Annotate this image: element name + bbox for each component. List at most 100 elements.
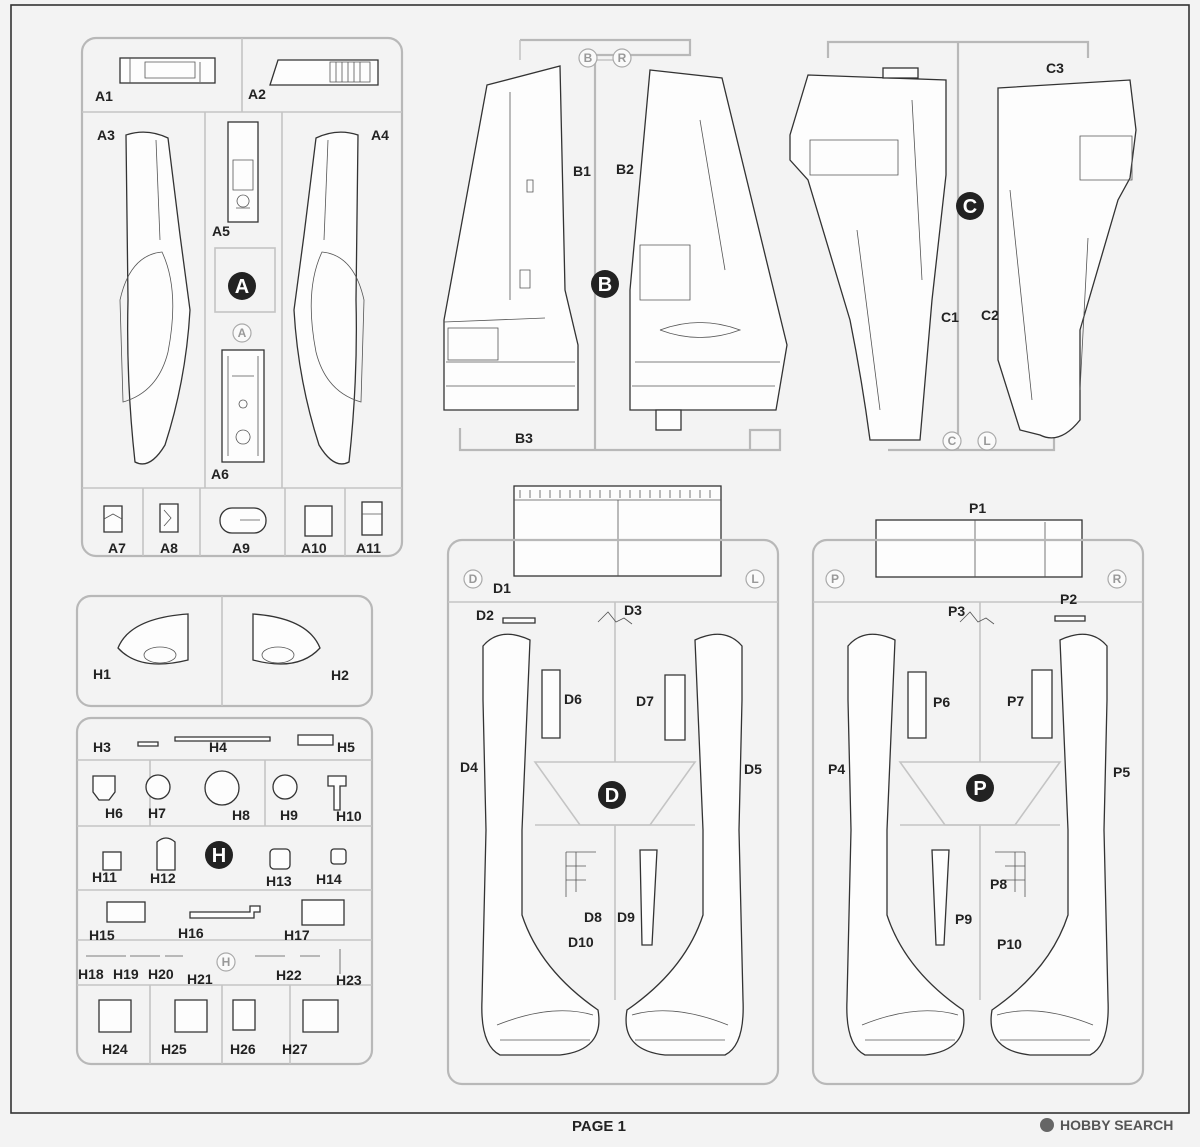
part-label-a7: A7 [108, 540, 126, 556]
svg-text:A: A [238, 326, 247, 340]
part-label-h27: H27 [282, 1041, 308, 1057]
svg-text:H: H [222, 955, 231, 969]
svg-text:C: C [963, 196, 977, 218]
part-label-h7: H7 [148, 805, 166, 821]
watermark: HOBBY SEARCH [1040, 1117, 1173, 1133]
part-label-b2: B2 [616, 161, 634, 177]
part-label-a5: A5 [212, 223, 230, 239]
sprue-badge-c: C [956, 192, 984, 220]
sprue-marker-a-0: A [232, 323, 252, 343]
svg-text:R: R [1113, 572, 1122, 586]
part-label-h14: H14 [316, 871, 342, 887]
part-label-h8: H8 [232, 807, 250, 823]
sprue-h [75, 594, 374, 1066]
part-label-h15: H15 [89, 927, 115, 943]
part-label-a10: A10 [301, 540, 327, 556]
svg-text:L: L [983, 434, 990, 448]
part-label-p8: P8 [990, 876, 1007, 892]
part-label-p6: P6 [933, 694, 950, 710]
part-label-h4: H4 [209, 739, 227, 755]
page-border [10, 4, 1190, 1114]
part-label-d10: D10 [568, 934, 594, 950]
sprue-badge-b: B [591, 270, 619, 298]
part-label-d1: D1 [493, 580, 511, 596]
part-label-a6: A6 [211, 466, 229, 482]
sprue-markers: A B R C L D L P R H [216, 48, 1127, 972]
part-label-h10: H10 [336, 808, 362, 824]
sprue-p [811, 519, 1145, 1086]
part-label-p3: P3 [948, 603, 965, 619]
sprue-marker-p-0: P [825, 569, 845, 589]
part-label-c1: C1 [941, 309, 959, 325]
part-label-a3: A3 [97, 127, 115, 143]
part-label-h16: H16 [178, 925, 204, 941]
watermark-text: HOBBY SEARCH [1060, 1117, 1173, 1133]
part-label-h26: H26 [230, 1041, 256, 1057]
sprue-marker-p-1: R [1107, 569, 1127, 589]
sprue-marker-d-1: L [745, 569, 765, 589]
part-label-a2: A2 [248, 86, 266, 102]
part-label-c2: C2 [981, 307, 999, 323]
part-label-h18: H18 [78, 966, 104, 982]
part-label-h21: H21 [187, 971, 213, 987]
part-label-h22: H22 [276, 967, 302, 983]
part-label-h12: H12 [150, 870, 176, 886]
part-label-d9: D9 [617, 909, 635, 925]
sprue-marker-b-0: B [578, 48, 598, 68]
part-label-h1: H1 [93, 666, 111, 682]
part-label-a9: A9 [232, 540, 250, 556]
part-label-p1: P1 [969, 500, 986, 516]
sprue-badge-h: H [205, 841, 233, 869]
part-label-a8: A8 [160, 540, 178, 556]
part-label-h13: H13 [266, 873, 292, 889]
sprue-badge-d: D [598, 781, 626, 809]
svg-text:H: H [212, 845, 226, 867]
sprue-marker-b-1: R [612, 48, 632, 68]
svg-text:L: L [751, 572, 758, 586]
part-label-a4: A4 [371, 127, 389, 143]
sprue-marker-h-0: H [216, 952, 236, 972]
part-label-d2: D2 [476, 607, 494, 623]
part-label-p4: P4 [828, 761, 845, 777]
svg-text:C: C [948, 434, 957, 448]
part-label-d4: D4 [460, 759, 478, 775]
part-label-h19: H19 [113, 966, 139, 982]
sprue-c [789, 40, 1137, 452]
svg-text:A: A [235, 276, 249, 298]
sprue-badges: A B C D P H [205, 192, 994, 869]
svg-text:D: D [469, 572, 478, 586]
svg-text:D: D [605, 785, 619, 807]
part-label-c3: C3 [1046, 60, 1064, 76]
part-label-b1: B1 [573, 163, 591, 179]
part-label-d3: D3 [624, 602, 642, 618]
sprue-b [443, 38, 788, 452]
part-label-h9: H9 [280, 807, 298, 823]
sprue-d [446, 485, 780, 1086]
page-number: PAGE 1 [572, 1118, 626, 1135]
svg-text:P: P [973, 778, 986, 800]
part-label-p2: P2 [1060, 591, 1077, 607]
part-label-d5: D5 [744, 761, 762, 777]
svg-text:R: R [618, 51, 627, 65]
part-label-h3: H3 [93, 739, 111, 755]
part-label-p5: P5 [1113, 764, 1130, 780]
watermark-logo-icon [1040, 1118, 1054, 1132]
part-label-h20: H20 [148, 966, 174, 982]
part-label-h23: H23 [336, 972, 362, 988]
part-label-p10: P10 [997, 936, 1022, 952]
sprue-marker-c-0: C [942, 431, 962, 451]
part-label-d8: D8 [584, 909, 602, 925]
part-label-h6: H6 [105, 805, 123, 821]
svg-text:B: B [598, 274, 612, 296]
sprue-marker-d-0: D [463, 569, 483, 589]
part-label-h11: H11 [92, 869, 117, 885]
part-label-h17: H17 [284, 927, 310, 943]
part-label-h25: H25 [161, 1041, 187, 1057]
svg-text:B: B [584, 51, 593, 65]
part-label-h2: H2 [331, 667, 349, 683]
sprue-a [80, 36, 404, 558]
part-label-p9: P9 [955, 911, 972, 927]
part-label-p7: P7 [1007, 693, 1024, 709]
